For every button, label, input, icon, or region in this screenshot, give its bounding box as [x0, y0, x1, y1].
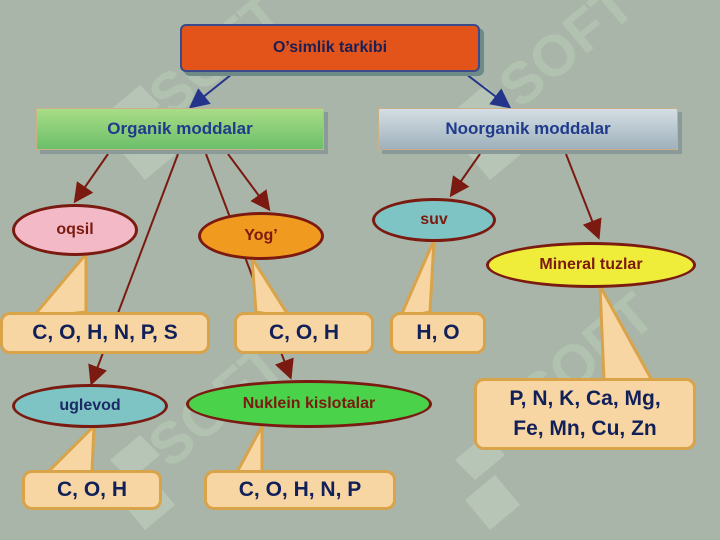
organic-category-label: Organik moddalar	[107, 119, 253, 138]
arrow-inorganic-to-suv	[449, 153, 481, 198]
oval-yog: Yog’	[198, 212, 324, 260]
callout-nuklein-text: C, O, H, N, P	[238, 478, 362, 501]
oval-oqsil-label: oqsil	[56, 221, 94, 238]
arrow-inorganic-to-mineral	[565, 153, 602, 240]
watermark-logo-shape	[455, 435, 520, 530]
arrow-organic-to-yog	[227, 153, 271, 212]
callout-uglevod: C, O, H	[22, 470, 162, 510]
oval-uglevod-label: uglevod	[59, 397, 121, 414]
oval-nuklein-kislotalar: Nuklein kislotalar	[186, 380, 432, 428]
oval-uglevod: uglevod	[12, 384, 168, 428]
callout-nuklein-kislotalar: C, O, H, N, P	[204, 470, 396, 510]
callout-oqsil: C, O, H, N, P, S	[0, 312, 210, 354]
callout-yog: C, O, H	[234, 312, 374, 354]
oval-mineral-tuzlar: Mineral tuzlar	[486, 242, 696, 288]
callout-mineral-line2: Fe, Mn, Cu, Zn	[513, 417, 657, 440]
oval-mineral-tuzlar-label: Mineral tuzlar	[539, 256, 643, 273]
callout-suv-text: H, O	[416, 321, 460, 344]
oval-suv-label: suv	[420, 211, 448, 228]
arrow-title-to-inorganic	[465, 73, 512, 109]
title-box: O’simlik tarkibi	[180, 24, 480, 72]
oval-oqsil: oqsil	[12, 204, 138, 256]
callout-oqsil-text: C, O, H, N, P, S	[32, 321, 178, 344]
organic-category-box: Organik moddalar	[36, 108, 324, 150]
inorganic-category-label: Noorganik moddalar	[445, 119, 611, 138]
arrow-title-to-organic	[188, 73, 233, 109]
callout-uglevod-text: C, O, H	[56, 478, 127, 501]
oval-suv: suv	[372, 198, 496, 242]
oval-nuklein-kislotalar-label: Nuklein kislotalar	[242, 395, 376, 412]
arrow-organic-to-oqsil	[73, 153, 109, 204]
callout-mineral-line1: P, N, K, Ca, Mg,	[509, 387, 661, 410]
inorganic-category-box: Noorganik moddalar	[378, 108, 678, 150]
callout-mineral-tuzlar: P, N, K, Ca, Mg, Fe, Mn, Cu, Zn	[474, 378, 696, 450]
diagram-title: O’simlik tarkibi	[272, 39, 388, 56]
oval-yog-label: Yog’	[244, 227, 278, 244]
callout-suv: H, O	[390, 312, 486, 354]
callout-yog-text: C, O, H	[268, 321, 339, 344]
